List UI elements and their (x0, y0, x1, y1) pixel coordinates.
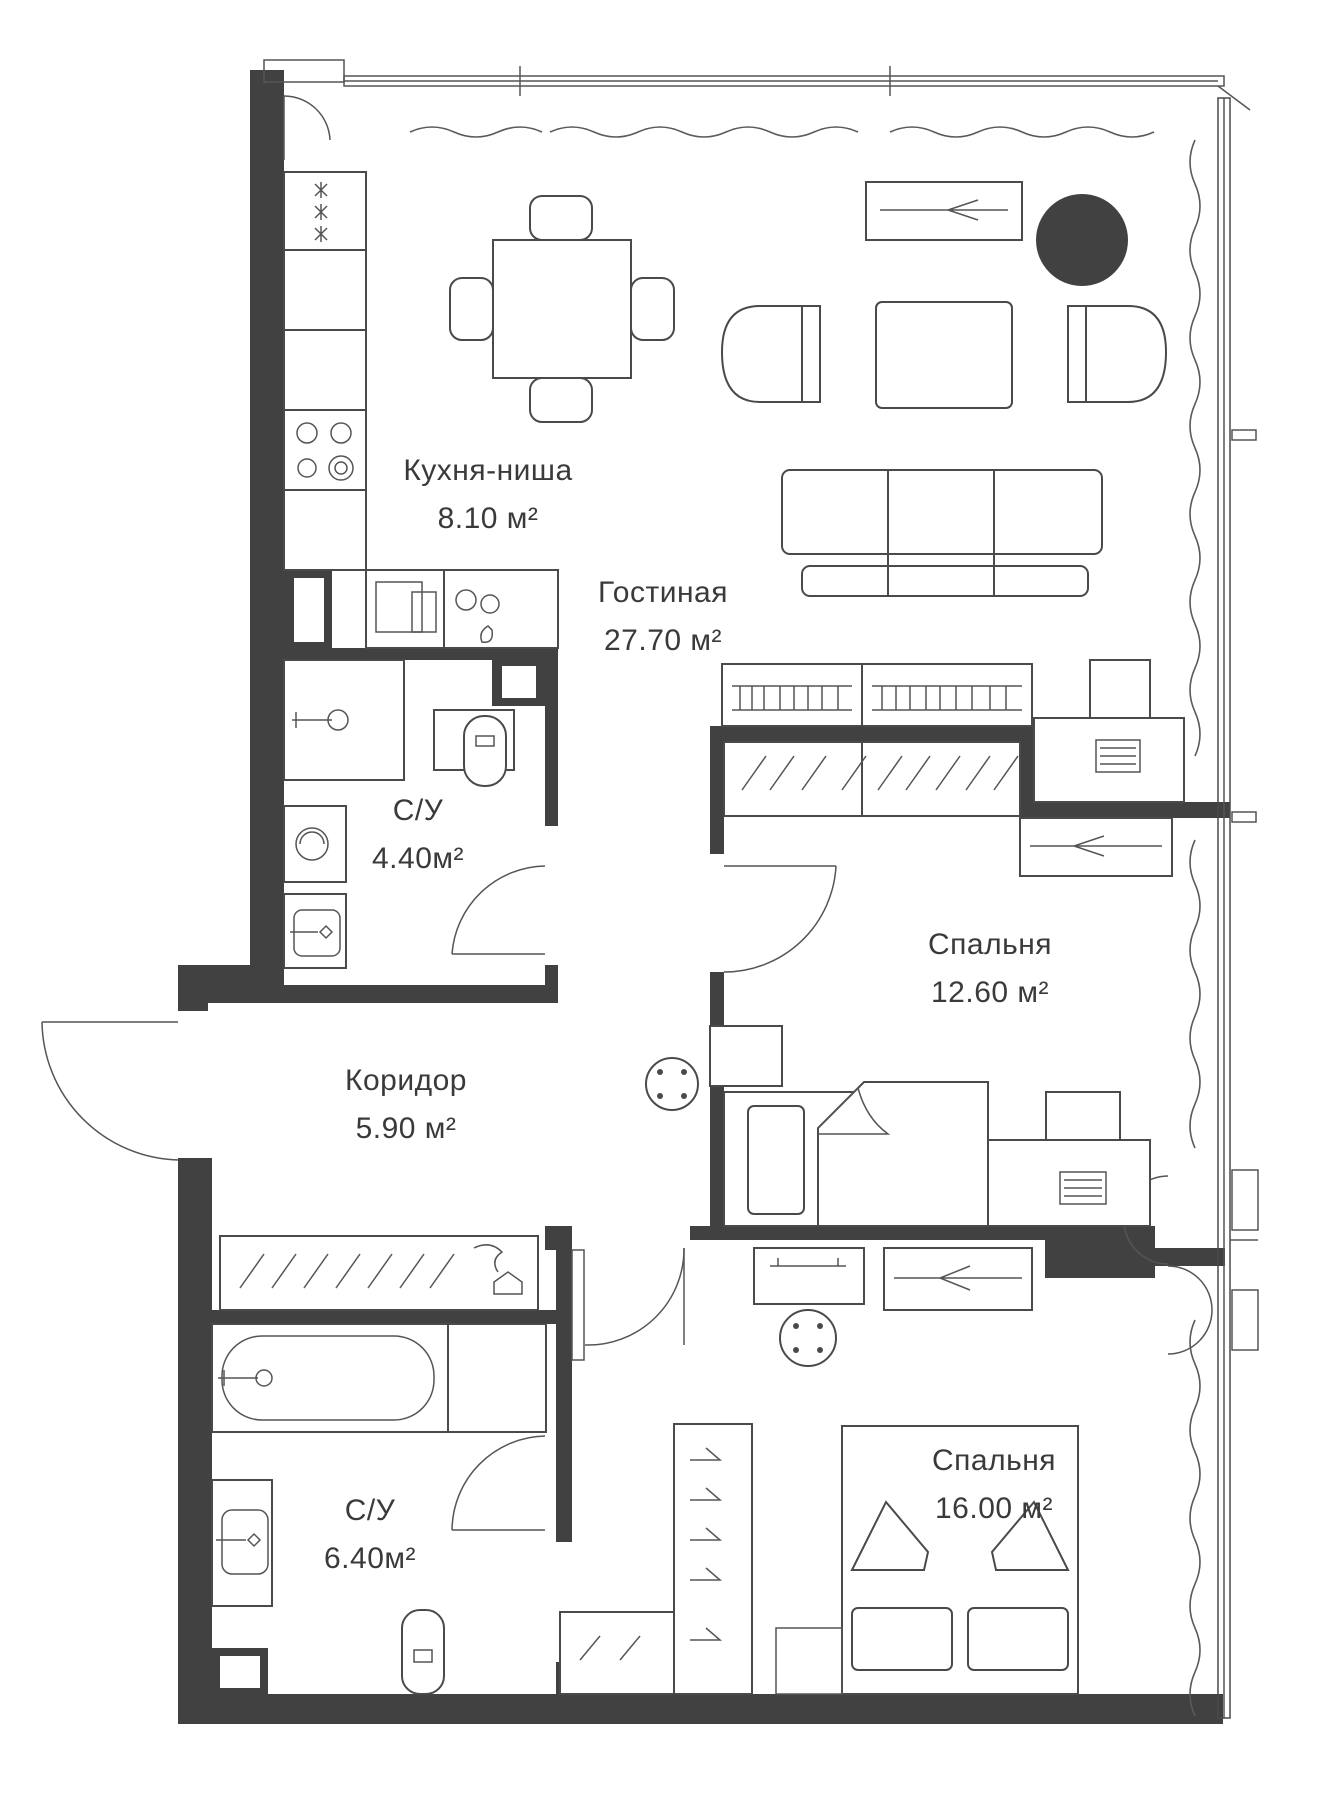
dining-table (449, 195, 675, 423)
bed-icon (723, 1081, 989, 1227)
room-name-bedroom2: Спальня (932, 1444, 1056, 1477)
stool-icon (645, 1057, 699, 1111)
room-name-bedroom1: Спальня (928, 928, 1052, 961)
room-area-corridor: 5.90 м² (356, 1112, 457, 1145)
washbasin-icon (211, 1479, 273, 1607)
washbasin-icon (283, 893, 347, 969)
bath2-fixtures (211, 1323, 547, 1695)
bedroom1-furniture (645, 1025, 1151, 1227)
room-area-bedroom2: 16.00 м² (935, 1492, 1053, 1525)
bath1-fixtures (283, 659, 515, 969)
cooktop-icon (296, 422, 354, 481)
room-name-bath1: С/У (393, 794, 444, 827)
room-name-bath2: С/У (345, 1494, 396, 1527)
room-area-bath2: 6.40м² (324, 1542, 416, 1575)
room-area-bath1: 4.40м² (372, 842, 464, 875)
room-area-bedroom1: 12.60 м² (931, 976, 1049, 1009)
corridor-wardrobe (219, 1235, 585, 1361)
desk-icon (1033, 659, 1185, 803)
living-furniture (720, 181, 1185, 877)
plant-icon (1036, 194, 1128, 286)
double-bed-icon (775, 1425, 1079, 1695)
room-area-living: 27.70 м² (604, 624, 722, 657)
bookshelf-icon (721, 663, 1033, 727)
kitchen-counter (283, 171, 559, 649)
room-labels: Кухня-ниша 8.10 м² Гостиная 27.70 м² С/У… (324, 454, 1056, 1575)
sofa-icon (781, 469, 1103, 597)
curtains (409, 126, 1201, 1717)
windows (263, 59, 1259, 1351)
toilet-icon (463, 715, 507, 787)
stool-icon (779, 1309, 837, 1367)
room-name-kitchen: Кухня-ниша (403, 454, 572, 487)
bedroom2-furniture (559, 1247, 1079, 1695)
bathtub-icon (211, 1323, 449, 1433)
sink-icon (455, 589, 500, 643)
wardrobe-hangers-icon (723, 741, 1021, 817)
walls (178, 70, 1231, 1724)
room-area-kitchen: 8.10 м² (438, 502, 539, 535)
wardrobe-icon (559, 1423, 753, 1695)
room-name-corridor: Коридор (345, 1064, 467, 1097)
room-name-living: Гостиная (598, 576, 728, 609)
washing-machine-icon (283, 805, 347, 883)
hood-icon (314, 182, 328, 242)
toilet-icon (401, 1609, 445, 1695)
desk-icon (987, 1091, 1151, 1227)
